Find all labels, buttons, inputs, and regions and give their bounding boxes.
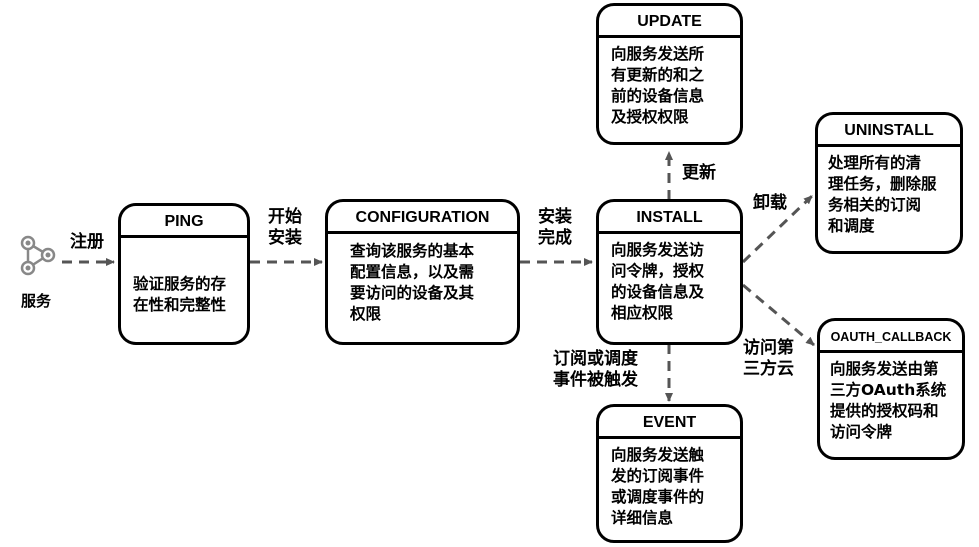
node-oauth-callback: OAUTH_CALLBACK 向服务发送由第 三方OAuth系统 提供的授权码和… [817,318,965,460]
node-install: INSTALL 向服务发送访 问令牌，授权 的设备信息及 相应权限 [596,199,743,345]
node-event-title: EVENT [599,407,740,439]
node-ping: PING 验证服务的存 在性和完整性 [118,203,250,345]
node-ping-title: PING [121,206,247,238]
node-event: EVENT 向服务发送触 发的订阅事件 或调度事件的 详细信息 [596,404,743,543]
node-configuration: CONFIGURATION 查询该服务的基本 配置信息，以及需 要访问的设备及其… [325,199,520,345]
node-event-desc: 向服务发送触 发的订阅事件 或调度事件的 详细信息 [611,446,705,527]
node-oauth-callback-desc: 向服务发送由第 三方OAuth系统 提供的授权码和 访问令牌 [830,360,947,441]
service-hub-icon [20,235,56,276]
node-ping-desc: 验证服务的存 在性和完整性 [133,275,227,314]
node-update-desc: 向服务发送所 有更新的和之 前的设备信息 及授权权限 [611,45,705,126]
edge-label-start-install: 开始 安装 [268,207,302,248]
node-configuration-desc: 查询该服务的基本 配置信息，以及需 要访问的设备及其 权限 [350,242,475,323]
edge-label-install-done: 安装 完成 [538,207,572,248]
node-configuration-title: CONFIGURATION [328,202,517,234]
node-update: UPDATE 向服务发送所 有更新的和之 前的设备信息 及授权权限 [596,3,743,145]
edge-label-event-trigger: 订阅或调度 事件被触发 [553,349,638,390]
edge-label-register: 注册 [70,232,104,252]
node-oauth-callback-title: OAUTH_CALLBACK [820,321,962,353]
service-label: 服务 [21,292,52,310]
edge-third-party [742,283,815,347]
edge-label-third-party: 访问第 三方云 [743,338,794,379]
node-uninstall: UNINSTALL 处理所有的清 理任务，删除服 务相关的订阅 和调度 [815,112,963,254]
node-update-title: UPDATE [599,6,740,38]
node-uninstall-title: UNINSTALL [818,115,960,147]
node-uninstall-desc: 处理所有的清 理任务，删除服 务相关的订阅 和调度 [828,154,937,235]
edge-label-uninstall: 卸载 [753,193,787,213]
edge-label-update: 更新 [682,163,716,183]
node-install-title: INSTALL [599,202,740,234]
node-install-desc: 向服务发送访 问令牌，授权 的设备信息及 相应权限 [611,241,705,322]
